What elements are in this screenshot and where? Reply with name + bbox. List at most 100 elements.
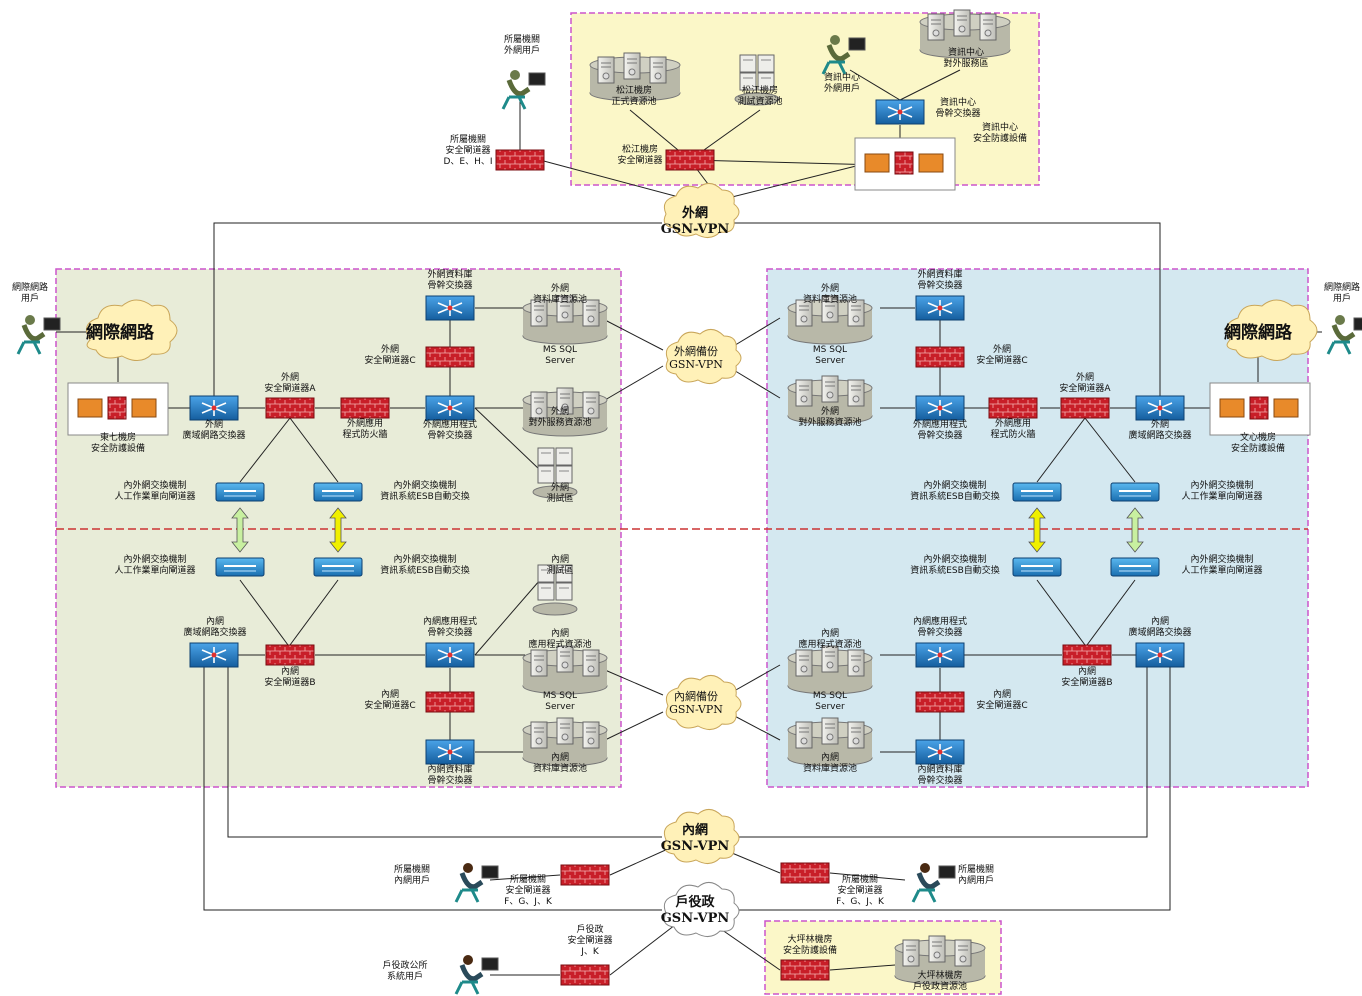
cloud-external-backup-line1: 外網備份	[674, 344, 718, 358]
regions-left-internal-test-area-label: 內網測試區	[546, 553, 573, 576]
right-ext-esb-icon	[1012, 482, 1062, 502]
regions-external-datacenter-songjiang-gateway-label: 松江機房安全閘道器	[617, 143, 662, 166]
regions-left-external-external-service-pool-label: 外網對外服務資源池	[528, 405, 591, 428]
regions-left-external-gateway-c-label: 外網安全閘道器C	[364, 343, 415, 366]
regions-external-datacenter-remote-users-label: 所屬機關外網用戶	[504, 33, 540, 56]
regions-left-internal-app-backbone-switch-label: 內網應用程式骨幹交換器	[423, 615, 477, 638]
songjiang-test-pool-icon	[734, 54, 780, 106]
right-internet-cloud: 網際網路	[1224, 299, 1318, 361]
regions-left-external-internet-user-label: 網際網路用戶	[12, 281, 48, 304]
right-ext-db-switch-icon	[915, 295, 965, 321]
regions-external-datacenter-itc-external-users-label: 資訊中心外網用戶	[824, 71, 860, 94]
right-manual-arrow-icon	[1126, 507, 1144, 553]
right-int-manual-gate-icon	[1110, 557, 1160, 577]
regions-left-external-esb-exchange-label: 內外網交換機制資訊系統ESB自動交換	[380, 479, 470, 502]
regions-right-external-app-backbone-switch-label: 外網應用程式骨幹交換器	[913, 418, 967, 441]
regions-left-external-db-pool-label: 外網資料庫資源池	[533, 282, 587, 305]
dapinglin-security-icon	[780, 959, 830, 981]
left-internal-gateway-icon	[560, 864, 610, 886]
right-int-db-switch-icon	[915, 739, 965, 765]
regions-right-external-external-service-pool-label: 外網對外服務資源池	[798, 405, 861, 428]
left-int-test-area-icon	[532, 564, 578, 616]
svg-text:網際網路: 網際網路	[86, 322, 155, 343]
regions-left-internal-app-pool-label: 內網應用程式資源池	[528, 627, 591, 650]
left-int-db-switch-icon	[425, 739, 475, 765]
right-int-gateway-c-icon	[915, 691, 965, 713]
regions-right-external-wan-switch-label: 外網廣域網路交換器	[1128, 418, 1191, 441]
left-app-firewall-icon	[340, 397, 390, 419]
left-ext-test-area-icon	[532, 447, 578, 499]
regions-left-internal-db-backbone-switch-label: 內網資料庫骨幹交換器	[427, 763, 472, 786]
itc-external-servers-icon	[919, 9, 1011, 59]
left-ext-esb-icon	[313, 482, 363, 502]
regions-left-external-wan-switch-label: 外網廣域網路交換器	[182, 418, 245, 441]
regions-right-external-gateway-a-label: 外網安全閘道器A	[1059, 371, 1111, 394]
regions-right-internal-esb-exchange-label: 內外網交換機制資訊系統ESB自動交換	[910, 553, 1000, 576]
devices-layer	[16, 9, 1362, 995]
left-ext-app-switch-icon	[425, 395, 475, 421]
left-int-app-pool-icon	[522, 645, 608, 695]
cloud-internal-gsn-line2: GSN-VPN	[661, 839, 730, 854]
regions-right-external-manual-gate-label: 內外網交換機制人工作業單向閘道器	[1181, 479, 1262, 502]
left-internet-cloud: 網際網路	[85, 299, 178, 361]
right-ext-db-pool-icon	[787, 295, 873, 345]
right-gateway-a-icon	[1060, 397, 1110, 419]
household-gateway-icon	[560, 964, 610, 986]
svg-text:網際網路: 網際網路	[1224, 322, 1293, 343]
cloud-household-gsn-line2: GSN-VPN	[661, 911, 730, 926]
right-int-app-pool-icon	[787, 645, 873, 695]
regions-right-internal-manual-gate-label: 內外網交換機制人工作業單向閘道器	[1181, 553, 1262, 576]
left-gateway-a-icon	[265, 397, 315, 419]
regions-left-internal-gateway-b-label: 內網安全閘道器B	[264, 665, 315, 688]
regions-right-external-security-device-label: 文心機房安全防護設備	[1231, 431, 1285, 454]
regions-left-external-test-area-label: 外網測試區	[546, 481, 573, 504]
left-int-wan-switch-icon	[189, 642, 239, 668]
remote-external-user-icon	[501, 70, 546, 110]
regions-right-external-gateway-c-label: 外網安全閘道器C	[976, 343, 1027, 366]
regions-left-internal-gateway-c-label: 內網安全閘道器C	[364, 688, 415, 711]
right-ext-manual-gate-icon	[1110, 482, 1160, 502]
regions-bottom-dapinglin-security-label: 大坪林機房安全防護設備	[783, 933, 837, 956]
left-int-app-switch-icon	[425, 642, 475, 668]
right-esb-arrow-icon	[1028, 507, 1046, 553]
regions-right-internal-db-pool-label: 內網資料庫資源池	[803, 751, 857, 774]
left-int-gateway-c-icon	[425, 691, 475, 713]
itc-external-user-icon	[821, 35, 866, 75]
right-internal-users-icon	[911, 863, 956, 903]
regions-bottom-dapinglin-pool-label: 大坪林機房戶役政資源池	[913, 969, 967, 992]
right-int-esb-icon	[1012, 557, 1062, 577]
left-manual-arrow-icon	[231, 507, 249, 553]
cloud-internal-backup-line1: 內網備份	[674, 689, 718, 703]
cloud-external-gsn-line1: 外網	[681, 205, 708, 221]
regions-left-external-gateway-a-label: 外網安全閘道器A	[264, 371, 316, 394]
regions-left-internal-db-pool-label: 內網資料庫資源池	[533, 751, 587, 774]
right-int-app-switch-icon	[915, 642, 965, 668]
regions-external-datacenter-itc-backbone-switch-label: 資訊中心骨幹交換器	[935, 96, 980, 119]
right-ext-service-pool-icon	[787, 375, 873, 425]
regions-left-internal-esb-exchange-label: 內外網交換機制資訊系統ESB自動交換	[380, 553, 470, 576]
left-ext-db-pool-icon	[522, 295, 608, 345]
regions-bottom-household-office-users-label: 戶役政公所系統用戶	[382, 959, 427, 982]
regions-external-datacenter-songjiang-prod-pool-label: 松江機房正式資源池	[611, 84, 656, 107]
regions-right-external-internet-user-label: 網際網路用戶	[1324, 281, 1360, 304]
left-internal-users-icon	[454, 863, 499, 903]
cloud-internal-backup-line2: GSN-VPN	[669, 703, 723, 716]
remote-gateway-firewall-icon	[495, 149, 545, 171]
regions-external-datacenter-itc-security-label: 資訊中心安全防護設備	[973, 121, 1027, 144]
cloud-internal-gsn-line1: 內網	[682, 822, 708, 838]
itc-security-device-icon	[854, 137, 956, 191]
